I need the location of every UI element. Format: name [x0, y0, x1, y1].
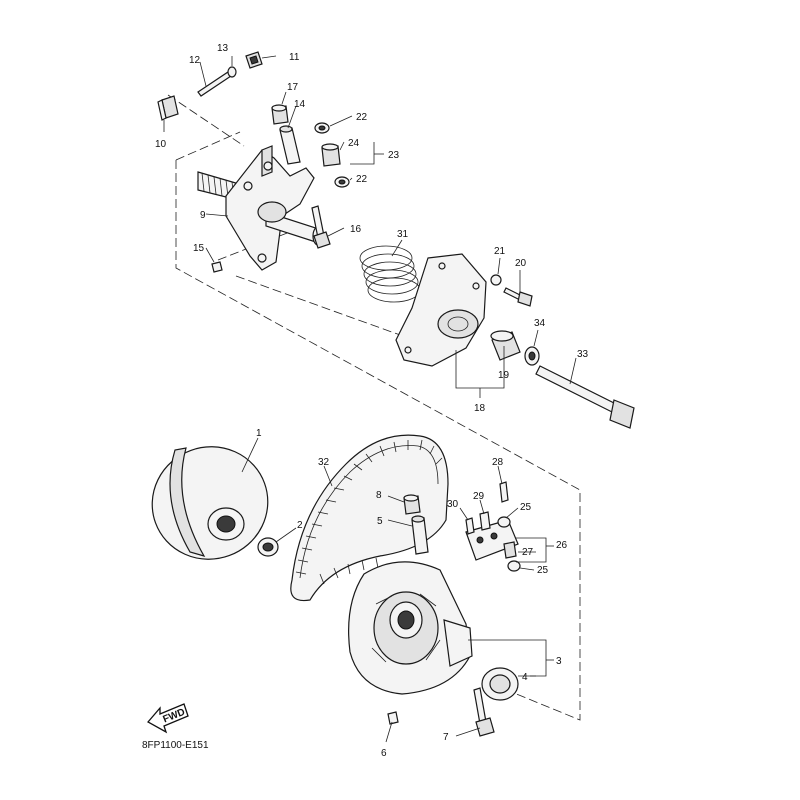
callout-7: 7 — [443, 732, 449, 743]
callout-22-lower: 22 — [356, 174, 368, 185]
washer-25-lower — [507, 560, 521, 572]
callout-33: 33 — [577, 349, 589, 360]
callout-17: 17 — [287, 82, 299, 93]
callout-4: 4 — [522, 672, 528, 683]
callout-25-lower: 25 — [537, 565, 549, 576]
callout-16: 16 — [350, 224, 362, 235]
callout-26: 26 — [556, 540, 568, 551]
diagram-code: 8FP1100-E151 — [142, 740, 209, 751]
callout-6: 6 — [381, 748, 387, 759]
callout-5: 5 — [377, 516, 383, 527]
callout-31: 31 — [397, 229, 409, 240]
bushing-4 — [481, 667, 519, 701]
callout-30: 30 — [447, 499, 459, 510]
callout-27: 27 — [522, 547, 534, 558]
callout-2: 2 — [297, 520, 303, 531]
weight-11 — [245, 51, 263, 69]
screw-29 — [479, 511, 491, 531]
cam-block-26 — [465, 519, 519, 561]
bolt-20 — [503, 287, 533, 307]
bolt-33 — [535, 365, 635, 429]
callout-12: 12 — [189, 55, 201, 66]
callout-19: 19 — [498, 370, 510, 381]
callout-25-upper: 25 — [520, 502, 532, 513]
washer-25-upper — [497, 516, 511, 528]
callout-8: 8 — [376, 490, 382, 501]
callout-20: 20 — [515, 258, 527, 269]
callout-18: 18 — [474, 403, 486, 414]
pin-15 — [211, 261, 223, 273]
nut-8 — [403, 494, 421, 515]
washer-22-upper — [314, 122, 330, 134]
callout-21: 21 — [494, 246, 506, 257]
spring-31 — [359, 245, 421, 303]
collar-14 — [279, 125, 301, 165]
callout-28: 28 — [492, 457, 504, 468]
slider-10 — [157, 95, 179, 121]
bushing-19 — [490, 330, 521, 361]
fixed-sheave-1 — [151, 446, 269, 560]
movable-sheave-3 — [348, 561, 473, 695]
pin-12 — [197, 71, 232, 97]
callout-1: 1 — [256, 428, 262, 439]
callout-15: 15 — [193, 243, 205, 254]
callout-labels: 11 13 12 10 17 14 22 24 23 22 9 15 16 31… — [155, 43, 589, 759]
screw-28 — [499, 481, 509, 503]
callout-9: 9 — [200, 210, 206, 221]
callout-13: 13 — [217, 43, 229, 54]
fixed-sheave-hub — [197, 145, 324, 271]
bushing-24 — [321, 143, 341, 167]
spacer-27 — [503, 541, 517, 559]
nut-17 — [271, 104, 289, 125]
screw-30 — [465, 517, 475, 535]
callout-34: 34 — [534, 318, 546, 329]
callout-22-upper: 22 — [356, 112, 368, 123]
pin-6 — [387, 711, 399, 725]
callout-11: 11 — [289, 52, 300, 63]
bushing-2 — [257, 537, 279, 557]
cover-plate-18 — [395, 253, 487, 367]
callout-24: 24 — [348, 138, 360, 149]
fwd-label: FWD — [161, 707, 186, 726]
washer-34 — [524, 346, 540, 366]
callout-23: 23 — [388, 150, 400, 161]
washer-22-lower — [334, 176, 350, 188]
callout-32: 32 — [318, 457, 330, 468]
drive-belt-32 — [290, 434, 449, 602]
bolt-7 — [473, 687, 495, 737]
bolt-16 — [311, 205, 331, 249]
leader-lines — [163, 55, 577, 743]
callout-14: 14 — [294, 99, 306, 110]
collar-5 — [411, 515, 429, 555]
callout-3: 3 — [556, 656, 562, 667]
washer-21 — [490, 274, 502, 286]
callout-29: 29 — [473, 491, 485, 502]
fwd-arrow-icon: FWD — [146, 703, 189, 734]
circlip-13 — [227, 66, 237, 78]
callout-10: 10 — [155, 139, 167, 150]
